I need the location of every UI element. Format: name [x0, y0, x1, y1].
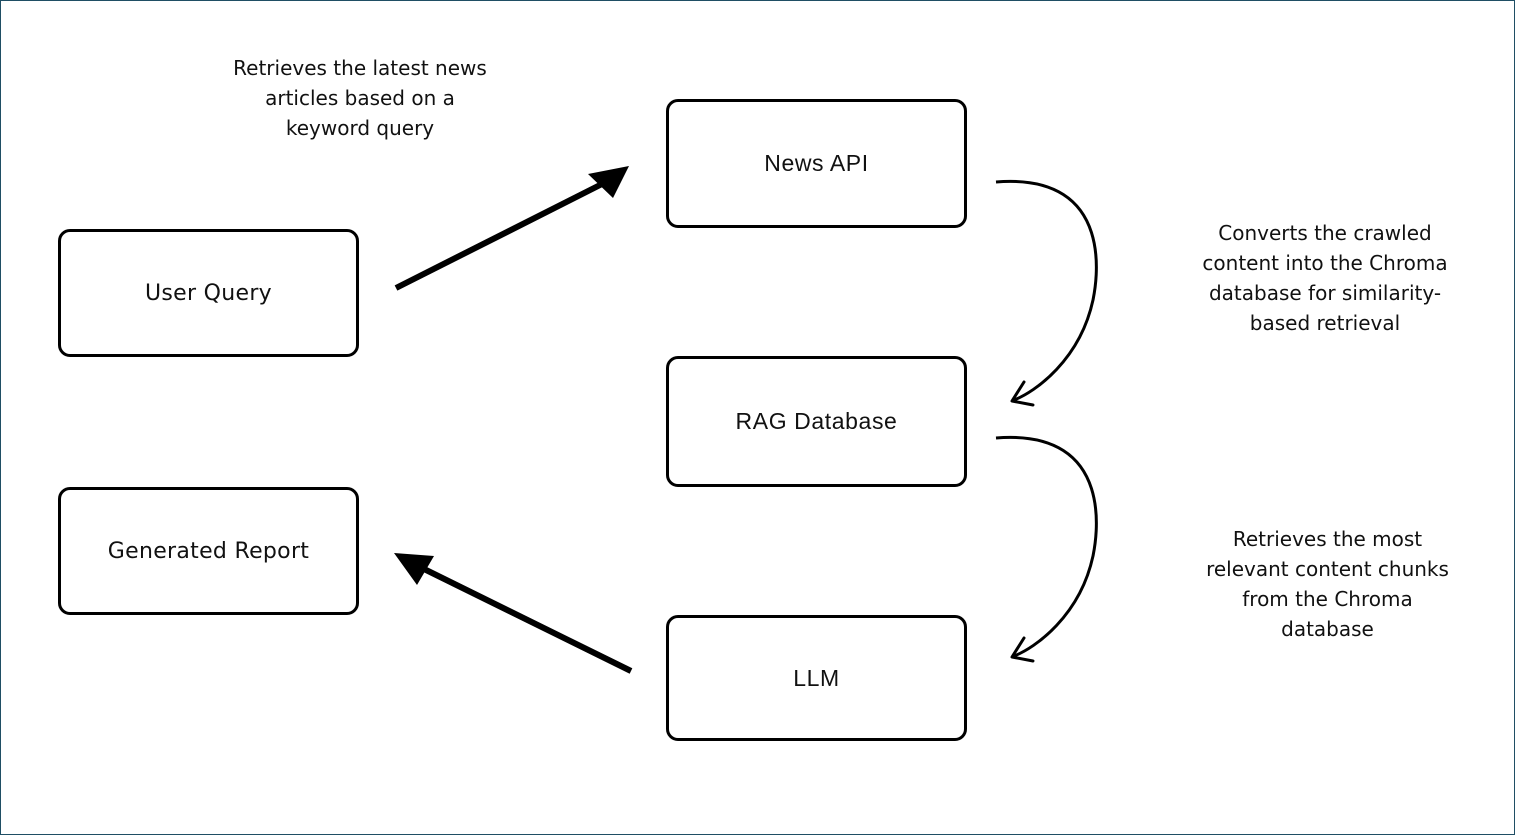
node-rag-database-label: RAG Database: [735, 408, 898, 434]
node-news-api-label: News API: [764, 150, 869, 176]
node-news-api: News API: [666, 99, 967, 228]
annotation-chunk-retrieval: Retrieves the most relevant content chun…: [1206, 527, 1449, 641]
node-user-query: User Query: [58, 229, 359, 357]
node-llm-label: LLM: [793, 664, 840, 691]
node-generated-report: Generated Report: [58, 487, 359, 615]
node-rag-database: RAG Database: [666, 356, 967, 487]
annotation-news-retrieval: Retrieves the latest news articles based…: [233, 56, 487, 140]
node-user-query-label: User Query: [145, 280, 272, 306]
node-generated-report-label: Generated Report: [107, 538, 310, 564]
node-llm: LLM: [666, 615, 967, 741]
annotation-chroma-conversion: Converts the crawled content into the Ch…: [1202, 221, 1448, 335]
